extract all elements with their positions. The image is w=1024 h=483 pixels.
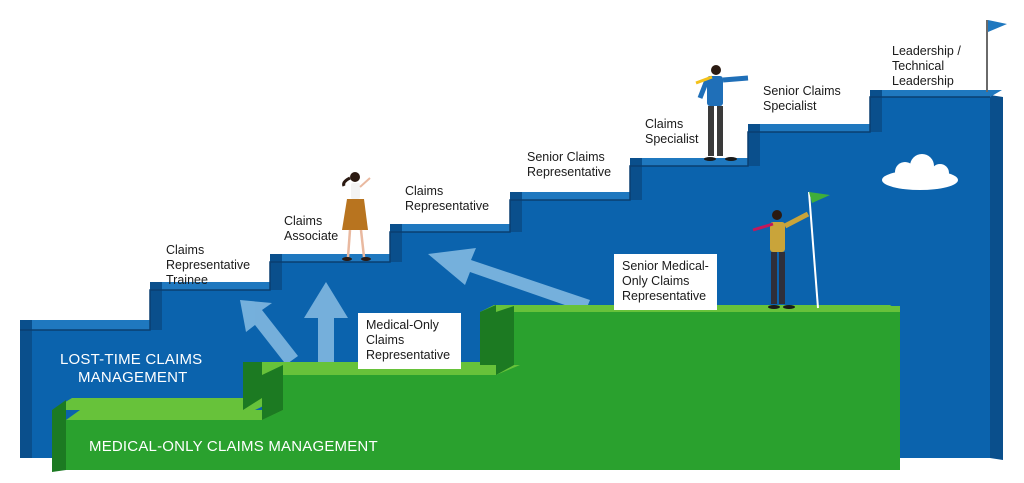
label-line: Senior Medical- [622, 259, 709, 273]
label-line: Senior Claims [763, 84, 841, 98]
label-line: Specialist [763, 99, 817, 113]
summit-flag-icon [986, 20, 1007, 92]
green-stair-front [66, 312, 900, 470]
label-line: Representative [622, 289, 707, 303]
blue-stair-risers [20, 90, 882, 458]
track-title-line: MEDICAL-ONLY CLAIMS MANAGEMENT [89, 438, 378, 455]
label-line: Leadership / [892, 44, 961, 58]
label-line: Claims [645, 117, 684, 131]
track-title-line: MANAGEMENT [78, 369, 188, 386]
label-line: Representative [527, 165, 612, 179]
label-line: Technical [892, 59, 945, 73]
step-label-claims-representative: Claims Representative [405, 184, 489, 214]
woman-climber-figure [342, 172, 371, 261]
step-label-senior-claims-representative: Senior Claims Representative [527, 150, 611, 180]
green-upper-block-side [480, 305, 496, 375]
label-line: Specialist [645, 132, 699, 146]
step-label-claims-specialist: Claims Specialist [645, 117, 699, 147]
flag-bearer-figure [752, 191, 830, 309]
track-title-lost-time: LOST-TIME CLAIMS MANAGEMENT [60, 351, 202, 387]
label-line: Trainee [166, 273, 208, 287]
label-line: Claims [284, 214, 323, 228]
step-label-claims-associate: Claims Associate [284, 214, 338, 244]
man-climber-figure [695, 65, 749, 161]
step-box-medical-only-claims-representative: Medical-Only Claims Representative [358, 313, 461, 369]
green-lower-block-top [52, 398, 280, 410]
step-label-claims-representative-trainee: Claims Representative Trainee [166, 243, 250, 288]
step-box-senior-medical-only-claims-representative: Senior Medical- Only Claims Representati… [614, 254, 717, 310]
arrow-up [304, 282, 348, 365]
blue-stair-treads [20, 90, 1002, 330]
blue-stair-right-side [990, 95, 1003, 460]
label-line: Representative [366, 348, 451, 362]
label-line: Claims [366, 333, 405, 347]
label-line: Leadership [892, 74, 954, 88]
step-label-leadership: Leadership / Technical Leadership [892, 44, 961, 89]
label-line: Claims [405, 184, 444, 198]
step-label-senior-claims-specialist: Senior Claims Specialist [763, 84, 841, 114]
green-middle-block-side [243, 362, 262, 410]
arrow-diagonal-large [428, 248, 590, 312]
track-title-medical-only: MEDICAL-ONLY CLAIMS MANAGEMENT [89, 438, 378, 456]
cloud-icon [882, 154, 958, 190]
label-line: Only Claims [622, 274, 690, 288]
label-line: Representative [166, 258, 251, 272]
label-line: Claims [166, 243, 205, 257]
arrow-up-left [240, 300, 298, 371]
blue-stair-edges [20, 96, 990, 331]
progression-arrows [240, 248, 590, 371]
track-title-line: LOST-TIME CLAIMS [60, 351, 203, 368]
label-line: Senior Claims [527, 150, 605, 164]
label-line: Associate [284, 229, 339, 243]
label-line: Representative [405, 199, 490, 213]
label-line: Medical-Only [366, 318, 439, 332]
